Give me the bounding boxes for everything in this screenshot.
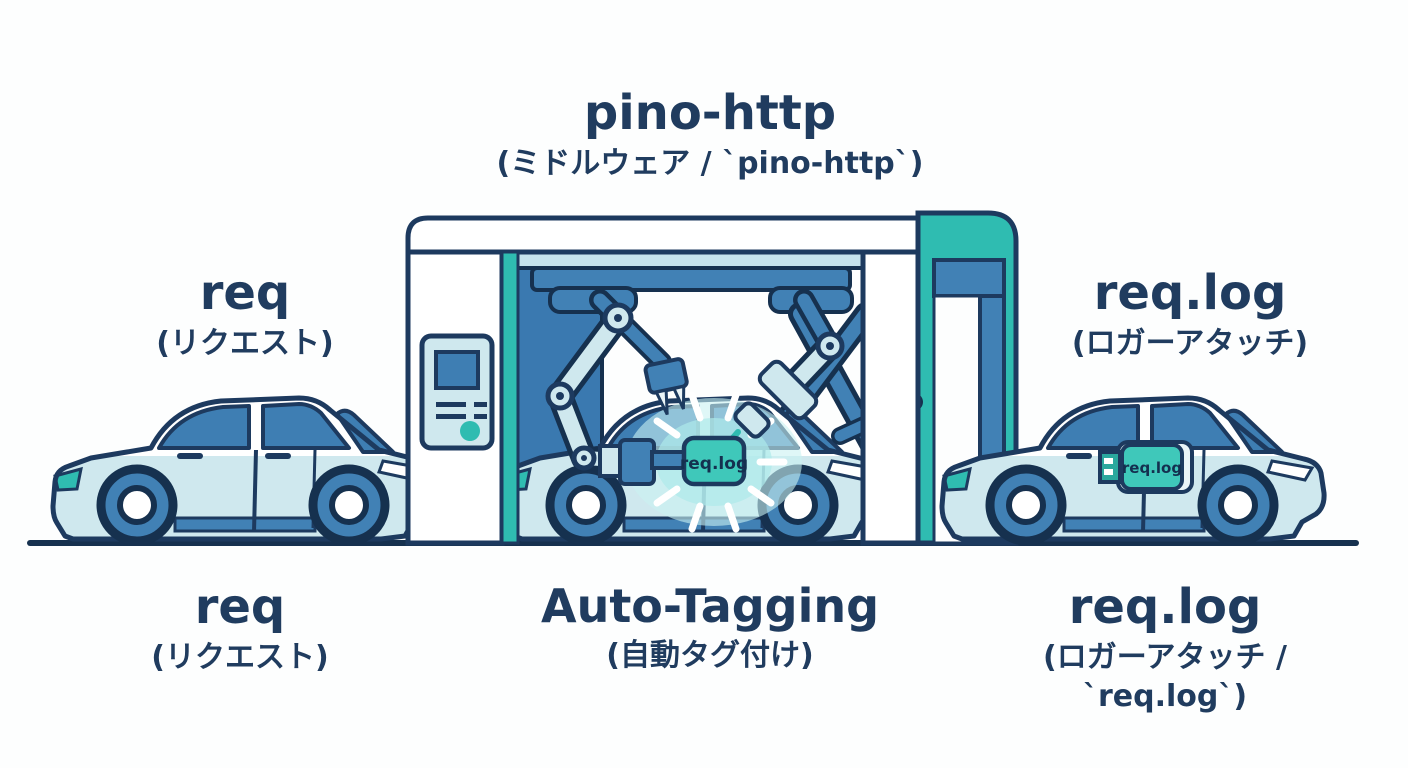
- gantry-frame: [405, 215, 921, 546]
- panel-button: [460, 421, 480, 441]
- gripper-claw: [643, 357, 689, 416]
- output-top-sub: (ロガーアタッチ): [1071, 326, 1309, 362]
- welder-tip: [733, 401, 771, 439]
- process-bottom-sub: (自動タグ付け): [606, 638, 814, 674]
- tag-middle-text: req.log: [680, 454, 748, 474]
- label-input-top: req (リクエスト): [85, 268, 405, 363]
- car-input: [49, 398, 441, 542]
- label-output-bottom: req.log (ロガーアタッチ / `req.log`): [985, 582, 1345, 716]
- attached-tag-middle: req.log: [680, 435, 748, 487]
- ceiling-beam: [530, 266, 852, 292]
- gantry-right-pillar: [860, 249, 921, 546]
- attached-tag-right: req.log: [1098, 440, 1194, 494]
- output-bottom-sub: (ロガーアタッチ /: [1043, 640, 1287, 676]
- input-top-main: req: [199, 265, 291, 321]
- label-output-top: req.log (ロガーアタッチ): [1020, 268, 1360, 363]
- output-top-main: req.log: [1093, 265, 1287, 321]
- panel-screen: [434, 350, 480, 390]
- gantry-top-band: [405, 215, 921, 255]
- diagram-title: pino-http: [583, 85, 837, 141]
- welder-segment: [757, 359, 819, 421]
- gantry-teal-strip: [500, 250, 520, 545]
- control-panel: [419, 333, 495, 451]
- input-bottom-main: req: [194, 579, 286, 635]
- process-bottom-main: Auto-Tagging: [540, 579, 880, 633]
- output-bottom-sub2: `req.log`): [1082, 679, 1248, 715]
- label-process-bottom: Auto-Tagging (自動タグ付け): [530, 582, 890, 675]
- diagram-subtitle: (ミドルウェア / `pino-http`): [496, 146, 924, 182]
- tool-head: [618, 438, 656, 486]
- label-input-bottom: req (リクエスト): [80, 582, 400, 677]
- title-block: pino-http (ミドルウェア / `pino-http`): [430, 88, 990, 183]
- input-bottom-sub: (リクエスト): [151, 640, 329, 676]
- input-top-sub: (リクエスト): [156, 326, 334, 362]
- robot-arm-left: [545, 289, 689, 486]
- tag-right-text: req.log: [1122, 459, 1182, 477]
- output-bottom-main: req.log: [1068, 579, 1262, 635]
